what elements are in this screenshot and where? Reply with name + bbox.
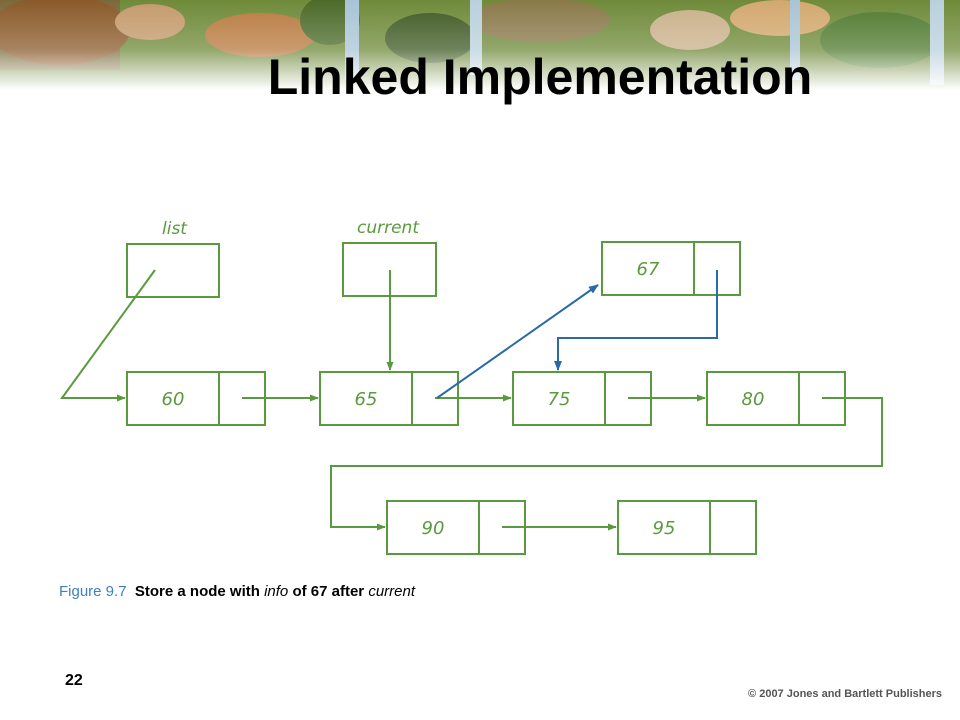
page-number: 22 [65, 672, 83, 689]
node-75-info: 75 [548, 389, 571, 410]
list-variable-label: list [162, 219, 188, 239]
header-banner [0, 0, 960, 90]
list-to-first-node-arrow [60, 269, 156, 402]
slide-title: Linked Implementation [267, 49, 813, 105]
node-65-info: 65 [355, 389, 378, 410]
caption-text-before: Store a node with [134, 583, 260, 600]
figure-caption: Figure 9.7 Store a node with info of 67 … [59, 583, 415, 600]
node-95-info: 95 [653, 518, 676, 539]
current-variable-label: current [357, 218, 420, 238]
list-pointer-box [126, 243, 220, 298]
link-67-to-75-arrow [554, 270, 718, 371]
caption-italic-word: info [264, 583, 289, 600]
link-65-to-67-arrow [436, 284, 599, 399]
copyright-notice: © 2007 Jones and Bartlett Publishers [748, 688, 942, 700]
node-60-info: 60 [162, 389, 185, 410]
new-node-67: 67 [601, 241, 741, 296]
link-80-to-90-arrow [330, 397, 883, 531]
caption-text-middle: of 67 after [292, 583, 365, 600]
node-80-info: 80 [742, 389, 765, 410]
banner-image [0, 0, 960, 90]
node-90-info: 90 [422, 518, 445, 539]
caption-italic-end: current [368, 583, 415, 600]
new-node-67-info: 67 [637, 259, 660, 280]
node-95: 95 [617, 500, 757, 555]
figure-number: Figure 9.7 [59, 583, 127, 600]
